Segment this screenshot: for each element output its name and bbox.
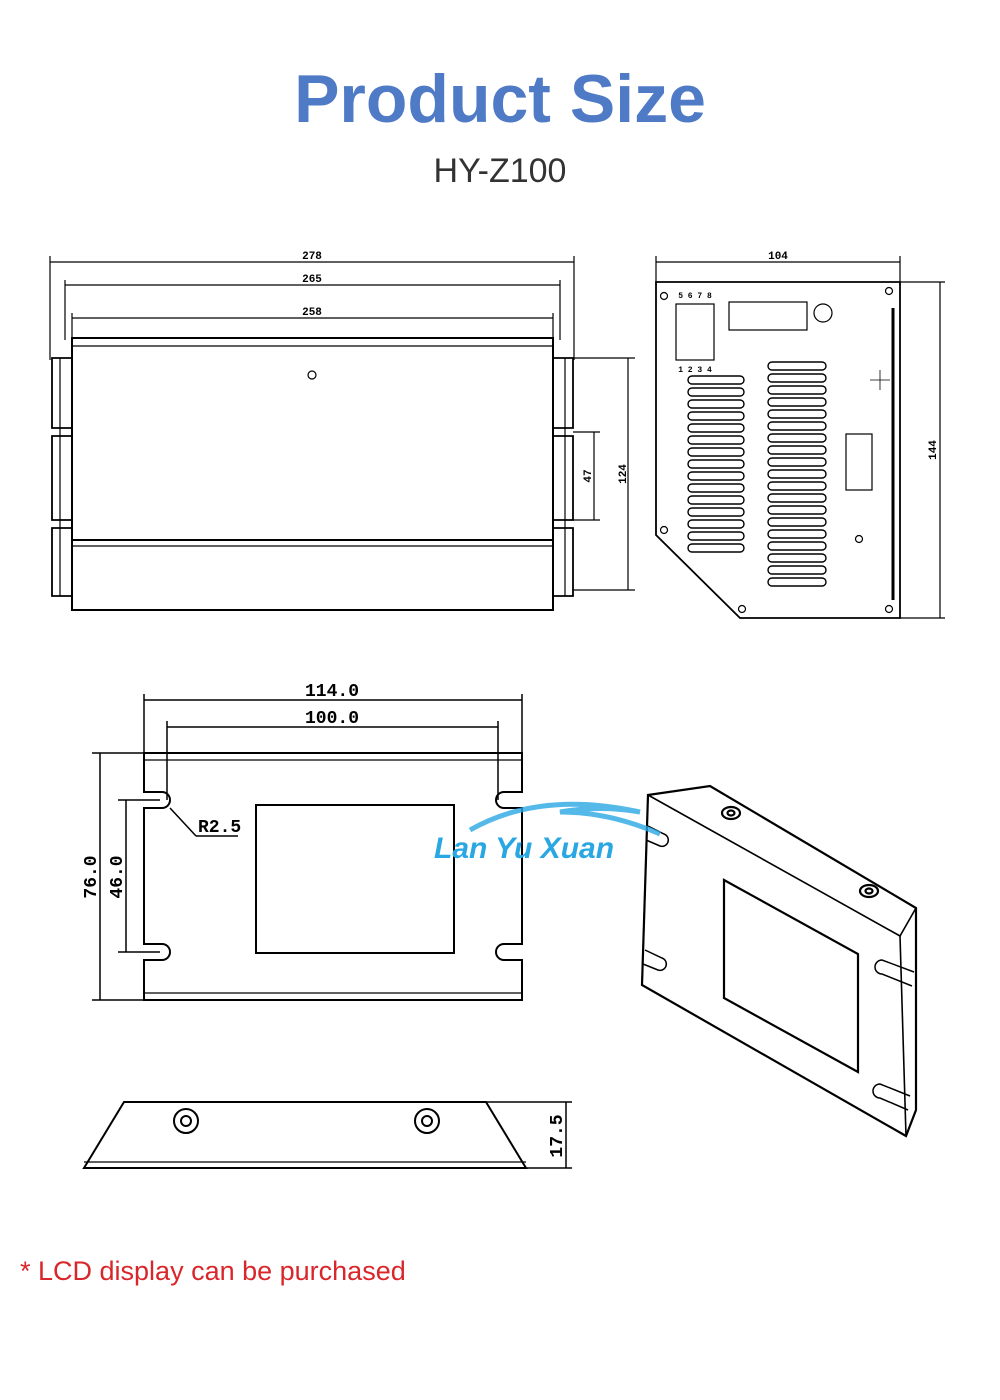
dim-slot-height: 47: [583, 469, 595, 482]
dim-board-height: 144: [928, 440, 940, 460]
vent-slots-right: [767, 361, 827, 587]
side-view: [655, 256, 945, 619]
pin-label-bottom: 1 2 3 4: [678, 366, 712, 375]
dim-width-inner: 258: [302, 307, 322, 319]
page-title: Product Size: [294, 61, 706, 137]
bracket-front-view: [92, 694, 523, 1001]
pin-label-top: 5 6 7 8: [678, 292, 712, 301]
dim-hole-spacing: 100.0: [305, 709, 359, 729]
watermark-logo: Lan Yu Xuan: [434, 801, 662, 865]
bracket-side-view: [82, 1101, 572, 1169]
vent-slots-left: [687, 375, 745, 553]
dim-board-width: 104: [768, 251, 788, 263]
dim-corner-radius: R2.5: [198, 818, 241, 838]
dim-bracket-width: 114.0: [305, 682, 359, 702]
front-view: [49, 256, 635, 611]
dim-hole-vertical: 46.0: [108, 855, 128, 898]
dim-width-mid: 265: [302, 274, 322, 286]
dim-width-overall: 278: [302, 251, 322, 263]
watermark-text: Lan Yu Xuan: [434, 832, 614, 865]
dim-bracket-depth: 17.5: [548, 1114, 568, 1157]
dim-height-right: 124: [618, 464, 630, 484]
footnote-lcd: * LCD display can be purchased: [20, 1256, 406, 1286]
model-label: HY-Z100: [433, 152, 567, 190]
dim-bracket-height: 76.0: [82, 855, 102, 898]
dimension-labels: 278 265 258 124 47 104 144 5 6 7 8 1 2 3…: [82, 251, 940, 1158]
bracket-3d-view: [640, 784, 918, 1138]
